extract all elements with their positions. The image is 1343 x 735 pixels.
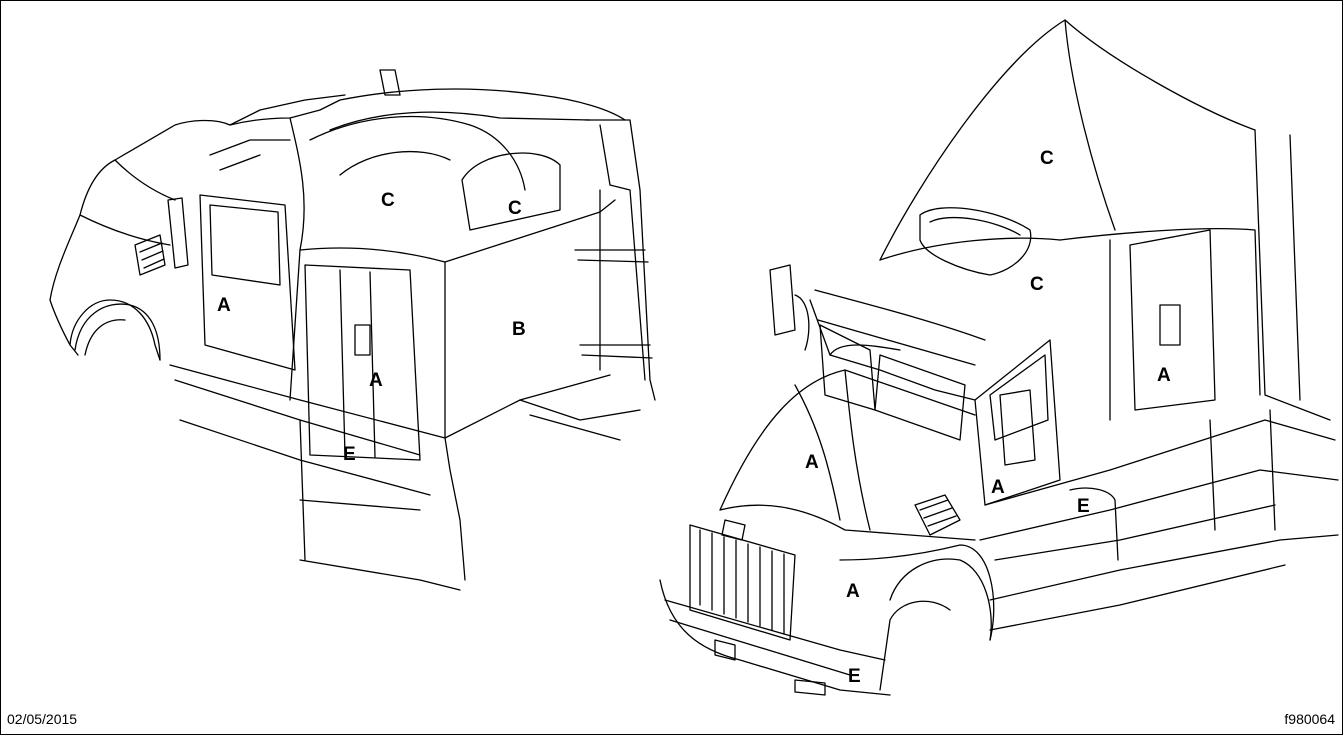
- left-label-c-roof: C: [381, 190, 395, 211]
- figure-date: 02/05/2015: [7, 711, 78, 727]
- right-cab-drawing: [659, 19, 1339, 696]
- right-label-e-step: E: [1077, 496, 1090, 517]
- right-label-a-hood: A: [805, 452, 819, 473]
- left-label-c-sleeper: C: [508, 198, 522, 219]
- left-cab-drawing: [49, 69, 656, 591]
- right-label-e-bumper: E: [848, 666, 861, 687]
- right-label-c-fairing: C: [1040, 148, 1054, 169]
- right-label-a-sleeper: A: [1157, 365, 1171, 386]
- right-label-a-fender: A: [846, 581, 860, 602]
- left-label-e-skirt: E: [343, 444, 356, 465]
- left-label-b-back-wall: B: [512, 319, 526, 340]
- left-label-a-door: A: [217, 295, 231, 316]
- figure-id: f980064: [1284, 711, 1335, 727]
- left-label-a-side: A: [369, 370, 383, 391]
- right-label-a-door: A: [991, 477, 1005, 498]
- right-label-c-roof: C: [1030, 274, 1044, 295]
